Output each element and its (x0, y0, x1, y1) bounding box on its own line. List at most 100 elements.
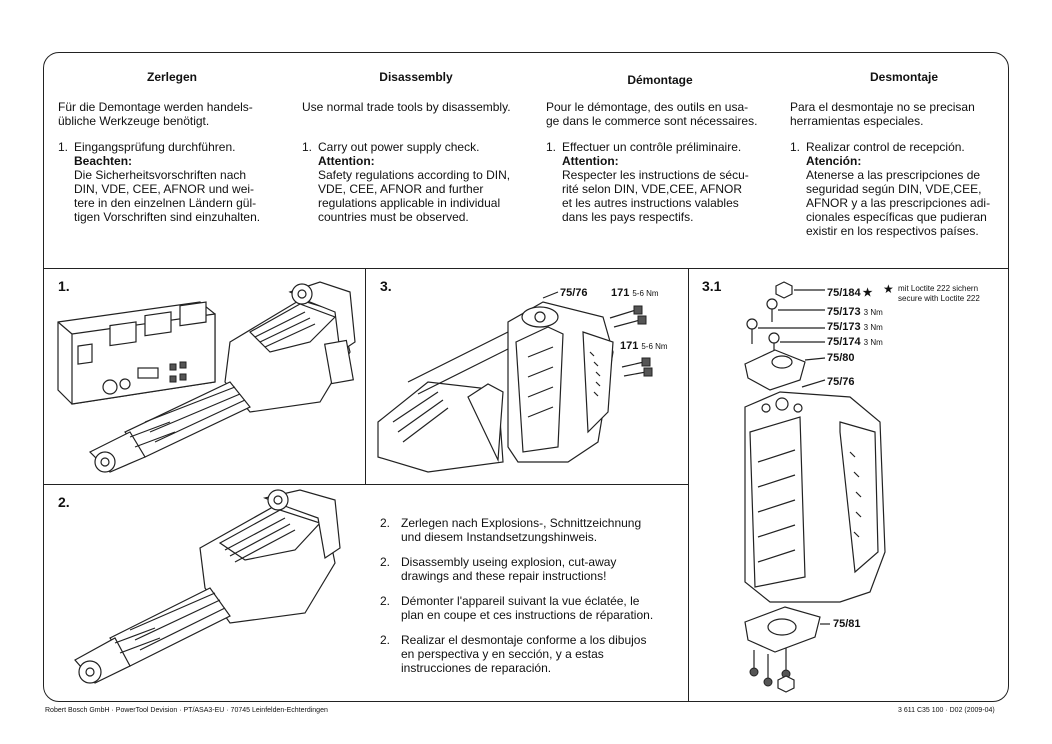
panel-1-illustration (57, 281, 356, 473)
step-number: 1. (58, 140, 69, 154)
intro-text: Para el desmontaje no se precisan herram… (790, 100, 975, 128)
footer-left: Robert Bosch GmbH · PowerTool Devision ·… (45, 707, 328, 714)
column-title: Démontage (627, 73, 693, 87)
leader-line (542, 291, 559, 299)
column-title: Disassembly (379, 70, 453, 84)
handle-part-75-76-drawing (507, 301, 614, 463)
item-number: 2. (380, 633, 391, 647)
handle-75-76-drawing (744, 391, 886, 603)
step-text: Eingangsprüfung durchführen. (74, 140, 236, 154)
part-number: 75/184 (827, 287, 861, 299)
column-title: Zerlegen (146, 70, 197, 84)
step-1: 1. Realizar control de recepción. Atenci… (790, 140, 1018, 238)
intro-text: Pour le démontage, des outils en usa- ge… (546, 100, 758, 128)
star-icon: ★ (883, 282, 894, 296)
note-line-1: mit Loctite 222 sichern (898, 284, 979, 293)
torque-value: 3 Nm (863, 323, 883, 332)
torque-value: 3 Nm (863, 308, 883, 317)
divider-top (43, 268, 1009, 269)
divider-v2 (688, 268, 689, 702)
part-number: 75/174 (827, 336, 861, 348)
exploded-parts-drawing (744, 281, 826, 391)
part-number: 75/81 (833, 618, 861, 630)
step-2-list: 2. Zerlegen nach Explosions-, Schnittzei… (380, 516, 680, 686)
step-number: 1. (302, 140, 313, 154)
column-german: Zerlegen Für die Demontage werden handel… (58, 70, 286, 224)
step-1: 1. Eingangsprüfung durchführen. Beachten… (58, 140, 286, 224)
attention-text: Atenerse a las prescripciones de segurid… (806, 168, 991, 238)
leader-line (801, 379, 826, 388)
page-frame (43, 52, 1009, 702)
list-item: 2. Démonter l'appareil suivant la vue éc… (380, 594, 680, 622)
torque-value: 3 Nm (863, 338, 883, 347)
callout-75-76: 75/76 (827, 376, 855, 388)
attention-text: Safety regulations according to DIN, VDE… (318, 168, 511, 224)
column-french: Démontage Pour le démontage, des outils … (546, 70, 774, 224)
step-number: 1. (790, 140, 801, 154)
torque-value: 5-6 Nm (641, 342, 668, 351)
part-number: 75/80 (827, 352, 855, 364)
attention-label: Atención: (806, 154, 862, 168)
item-text: Disassembly useing explosion, cut-away d… (401, 555, 617, 583)
callout-75-80: 75/80 (827, 352, 855, 364)
lower-screws-drawing (749, 648, 795, 693)
loctite-note: ★ mit Loctite 222 sichern secure with Lo… (883, 282, 980, 304)
part-number: 171 (620, 340, 639, 352)
footer-right: 3 611 C35 100 · D02 (2009-04) (898, 707, 995, 714)
attention-label: Attention: (562, 154, 619, 168)
item-number: 2. (380, 555, 391, 569)
step-text: Effectuer un contrôle préliminaire. (562, 140, 742, 154)
item-number: 2. (380, 594, 391, 608)
attention-label: Attention: (318, 154, 375, 168)
note-line-2: secure with Loctite 222 (898, 294, 980, 303)
intro-text: Für die Demontage werden handels- üblich… (58, 100, 253, 128)
item-number: 2. (380, 516, 391, 530)
divider-v1 (365, 268, 366, 484)
list-item: 2. Disassembly useing explosion, cut-awa… (380, 555, 680, 583)
attention-text: Die Sicherheitsvorschriften nach DIN, VD… (74, 168, 261, 224)
screws-171-drawing (609, 305, 653, 377)
breaker-hammer-drawing (74, 489, 341, 684)
torque-value: 5-6 Nm (632, 289, 659, 298)
part-number: 75/173 (827, 321, 861, 333)
column-spanish: Desmontaje Para el desmontaje no se prec… (790, 70, 1018, 238)
intro-text: Use normal trade tools by disassembly. (302, 100, 511, 114)
breaker-hammer-drawing (88, 281, 356, 473)
part-number: 75/76 (560, 287, 588, 299)
step-1: 1. Effectuer un contrôle préliminaire. A… (546, 140, 774, 224)
panel-3-illustration (377, 291, 653, 473)
part-number: 171 (611, 287, 630, 299)
column-english: Disassembly Use normal trade tools by di… (302, 70, 530, 224)
callout-75-76: 75/76 (560, 287, 588, 299)
part-number: 75/76 (827, 376, 855, 388)
attention-text: Respecter les instructions de sécu- rité… (562, 168, 749, 224)
item-text: Démonter l'appareil suivant la vue éclat… (401, 594, 654, 622)
panel-number-3: 3. (380, 278, 392, 294)
item-text: Realizar el desmontaje conforme a los di… (401, 633, 647, 675)
divider-middle (43, 484, 689, 485)
panel-number-3-1: 3.1 (702, 278, 722, 294)
attention-label: Beachten: (74, 154, 133, 168)
panel-number-1: 1. (58, 278, 70, 294)
step-number: 1. (546, 140, 557, 154)
step-text: Carry out power supply check. (318, 140, 480, 154)
item-text: Zerlegen nach Explosions-, Schnittzeichn… (401, 516, 642, 544)
panel-number-2: 2. (58, 494, 70, 510)
step-text: Realizar control de recepción. (806, 140, 965, 154)
hammer-housing-drawing (377, 331, 519, 473)
test-bench-drawing (57, 301, 216, 405)
list-item: 2. Zerlegen nach Explosions-, Schnittzei… (380, 516, 680, 544)
part-number: 75/173 (827, 306, 861, 318)
step-1: 1. Carry out power supply check. Attenti… (302, 140, 530, 224)
list-item: 2. Realizar el desmontaje conforme a los… (380, 633, 680, 675)
part-75-81-drawing (744, 606, 830, 653)
callout-75-184: 75/184★ (827, 286, 873, 299)
column-title: Desmontaje (869, 70, 939, 84)
callout-75-81: 75/81 (833, 618, 861, 630)
panel-2-illustration (74, 489, 341, 684)
